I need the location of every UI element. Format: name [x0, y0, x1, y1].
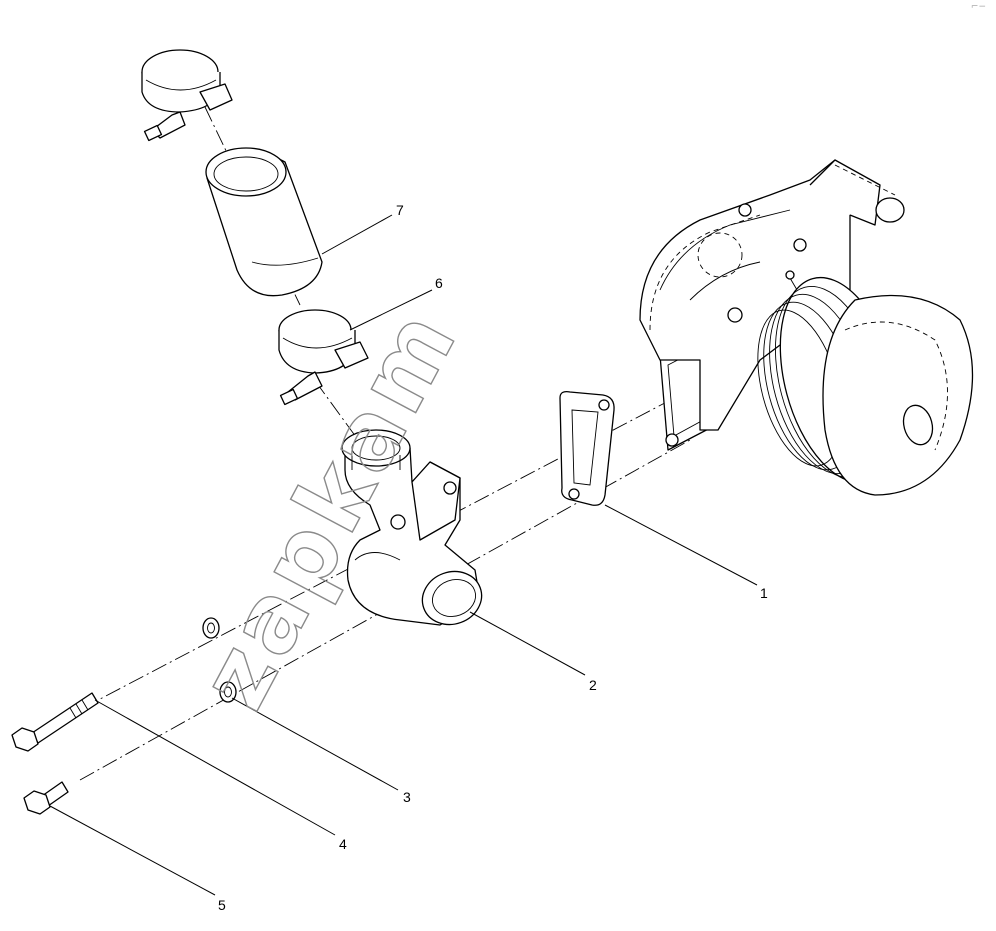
- callout-7: 7: [396, 202, 404, 218]
- callout-2: 2: [589, 677, 597, 693]
- long-bolt: [11, 692, 99, 752]
- callout-1: 1: [760, 585, 768, 601]
- corner-mark: ⌐−: [970, 2, 986, 12]
- short-bolt: [23, 781, 69, 815]
- thermostat-elbow: [341, 429, 483, 626]
- callout-3: 3: [403, 789, 411, 805]
- hose-clamp-upper: [141, 49, 233, 142]
- callouts: 1 2 3 4 5 6 7: [218, 202, 768, 913]
- callout-4: 4: [339, 836, 347, 852]
- washers: [202, 617, 237, 703]
- callout-5: 5: [218, 897, 226, 913]
- hose-clamp-lower: [278, 309, 369, 406]
- coolant-hose: [205, 147, 323, 297]
- leader-lines: [49, 214, 758, 896]
- water-pump: [639, 159, 974, 496]
- callout-6: 6: [435, 275, 443, 291]
- gasket: [559, 390, 615, 506]
